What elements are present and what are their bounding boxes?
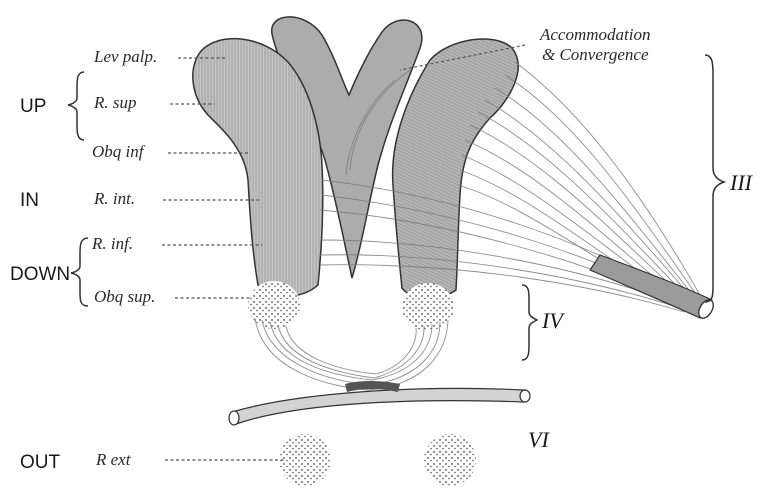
nerve-vi-label: VI xyxy=(528,427,550,452)
left-abducens-nucleus xyxy=(279,434,331,486)
label-r-int: R. int. xyxy=(93,189,135,208)
direction-down: DOWN xyxy=(10,264,70,285)
fourth-nerve-root xyxy=(232,388,525,424)
label-obq-sup: Obq sup. xyxy=(94,287,155,306)
brace-iv xyxy=(522,285,537,360)
label-r-ext: R ext xyxy=(95,450,132,469)
direction-up: UP xyxy=(20,96,46,117)
brace-iii xyxy=(705,55,724,302)
direction-in: IN xyxy=(20,190,39,211)
label-convergence: & Convergence xyxy=(542,45,649,64)
right-abducens-nucleus xyxy=(424,434,476,486)
label-r-sup: R. sup xyxy=(93,93,137,112)
right-lateral-nucleus xyxy=(393,39,519,298)
right-trochlear-nucleus xyxy=(402,283,454,331)
brace-up xyxy=(68,72,84,140)
label-obq-inf: Obq inf xyxy=(92,142,146,161)
third-nerve-bundle xyxy=(590,255,712,318)
label-r-inf: R. inf. xyxy=(91,234,133,253)
nerve-iv-label: IV xyxy=(541,308,565,333)
label-lev-palp: Lev palp. xyxy=(93,47,157,66)
label-accommodation: Accommodation xyxy=(539,25,650,44)
brace-down xyxy=(71,238,88,306)
nerve-iii-label: III xyxy=(729,170,754,195)
direction-out: OUT xyxy=(20,452,61,473)
